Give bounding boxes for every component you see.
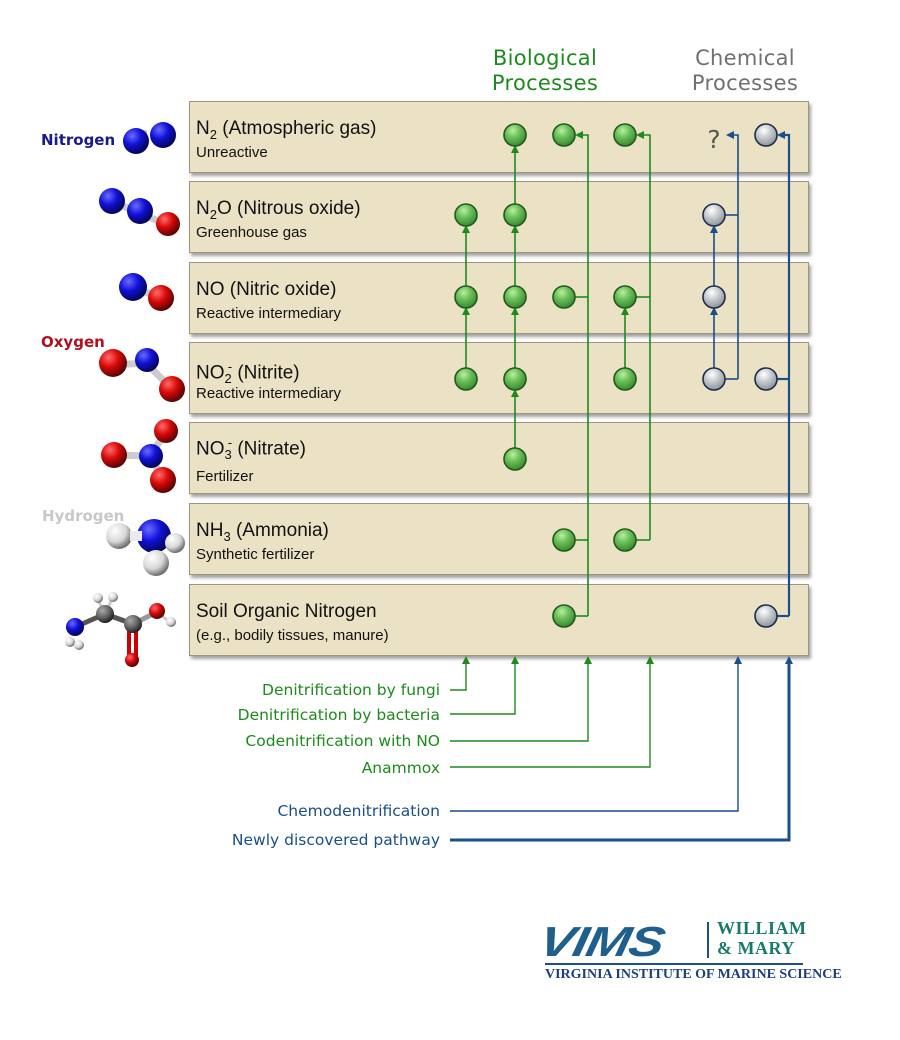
node-bacteria-no	[503, 285, 527, 309]
legend-connector-bacteria	[450, 656, 519, 715]
row-title: NO (Nitric oxide)	[196, 279, 337, 300]
ammonia-molecule-icon	[106, 519, 185, 576]
chemical-header-line2: Processes	[691, 71, 799, 95]
node-bacteria-no3	[503, 447, 527, 471]
legend-anammox: Anammox	[361, 759, 440, 777]
chemical-processes-header: Chemical Processes	[670, 46, 820, 96]
biological-header-line2: Processes	[491, 71, 599, 95]
row-n2o: N2O (Nitrous oxide) Greenhouse gas	[189, 181, 809, 253]
row-description: Unreactive	[196, 144, 268, 161]
node-bacteria-n2	[503, 123, 527, 147]
legend-bacteria: Denitrification by bacteria	[237, 706, 440, 724]
nitrogen-label: Nitrogen	[41, 131, 116, 149]
node-anammox-n2	[613, 123, 637, 147]
row-description: Reactive intermediary	[196, 385, 342, 402]
row-title: Soil Organic Nitrogen	[196, 601, 377, 622]
node-codenit-son	[552, 604, 576, 628]
vims-logo: VIMS WILLIAM & MARY VIRGINIA INSTITUTE O…	[535, 918, 842, 988]
n2o-molecule-icon	[99, 188, 180, 236]
node-newly-n2	[754, 123, 778, 147]
bus-codenit	[575, 131, 589, 616]
node-anammox-no2	[613, 367, 637, 391]
node-anammox-nh3	[613, 528, 637, 552]
node-bacteria-n2o	[503, 203, 527, 227]
row-title: N2O (Nitrous oxide)	[196, 198, 361, 222]
node-codenit-n2	[552, 123, 576, 147]
biological-processes-header: Biological Processes	[470, 46, 620, 96]
row-title: N2 (Atmospheric gas)	[196, 118, 377, 142]
logo-divider	[707, 922, 709, 958]
unknown-product-marker: ?	[707, 125, 720, 154]
node-fungi-no2	[454, 367, 478, 391]
legend-chemodenitrification: Chemodenitrification	[277, 802, 440, 820]
vims-subtitle: VIRGINIA INSTITUTE OF MARINE SCIENCE	[545, 967, 842, 982]
node-chemo-n2o	[702, 203, 726, 227]
no-molecule-icon	[119, 273, 174, 311]
row-title: NO3- (Nitrate)	[196, 435, 306, 463]
row-no3: NO3- (Nitrate) Fertilizer	[189, 422, 809, 494]
biological-header-line1: Biological	[492, 46, 598, 70]
legend-connector-codenit	[450, 656, 592, 742]
william-mary-line2: & MARY	[717, 938, 795, 958]
node-newly-no2	[754, 367, 778, 391]
row-no: NO (Nitric oxide) Reactive intermediary	[189, 262, 809, 334]
node-chemo-no	[702, 285, 726, 309]
nitrate-molecule-icon	[101, 419, 178, 493]
row-description: Fertilizer	[196, 468, 254, 485]
pathway-network: ?	[450, 123, 793, 842]
logo-rule	[545, 963, 803, 965]
legend-connector-fungi	[450, 656, 470, 691]
bus-anammox	[636, 131, 651, 540]
row-title: NO2- (Nitrite)	[196, 359, 300, 387]
row-n2: N2 (Atmospheric gas) Unreactive	[189, 101, 809, 173]
n2-molecule-icon	[123, 122, 176, 154]
row-description: Greenhouse gas	[196, 224, 307, 241]
legend-connector-newly	[450, 656, 793, 842]
row-description: (e.g., bodily tissues, manure)	[196, 627, 389, 644]
molecules	[65, 122, 185, 667]
bus-chemo	[726, 131, 739, 379]
chemical-header-line1: Chemical	[695, 46, 795, 70]
node-codenit-nh3	[552, 528, 576, 552]
legend-codenitrification: Codenitrification with NO	[245, 732, 440, 750]
nitrite-molecule-icon	[99, 348, 185, 402]
william-mary-line1: WILLIAM	[717, 918, 807, 938]
node-bacteria-no2	[503, 367, 527, 391]
glycine-molecule-icon	[65, 592, 176, 667]
node-newly-son	[754, 604, 778, 628]
row-title: NH3 (Ammonia)	[196, 520, 329, 544]
row-description: Synthetic fertilizer	[196, 546, 315, 563]
node-codenit-no	[552, 285, 576, 309]
vims-wordmark: VIMS	[535, 918, 669, 965]
hydrogen-label: Hydrogen	[42, 507, 125, 525]
row-nh3: NH3 (Ammonia) Synthetic fertilizer	[189, 503, 809, 575]
node-fungi-no	[454, 285, 478, 309]
oxygen-label: Oxygen	[41, 333, 105, 351]
legend-connector-chemo	[450, 656, 742, 812]
bus-newly	[777, 131, 791, 616]
legend-connector-anammox	[450, 656, 654, 768]
node-fungi-n2o	[454, 203, 478, 227]
node-anammox-no	[613, 285, 637, 309]
node-chemo-no2	[702, 367, 726, 391]
legend-fungi: Denitrification by fungi	[262, 681, 440, 699]
legend-newly-discovered: Newly discovered pathway	[231, 831, 440, 849]
row-soil-organic-nitrogen: Soil Organic Nitrogen (e.g., bodily tiss…	[189, 584, 809, 656]
row-description: Reactive intermediary	[196, 305, 342, 322]
